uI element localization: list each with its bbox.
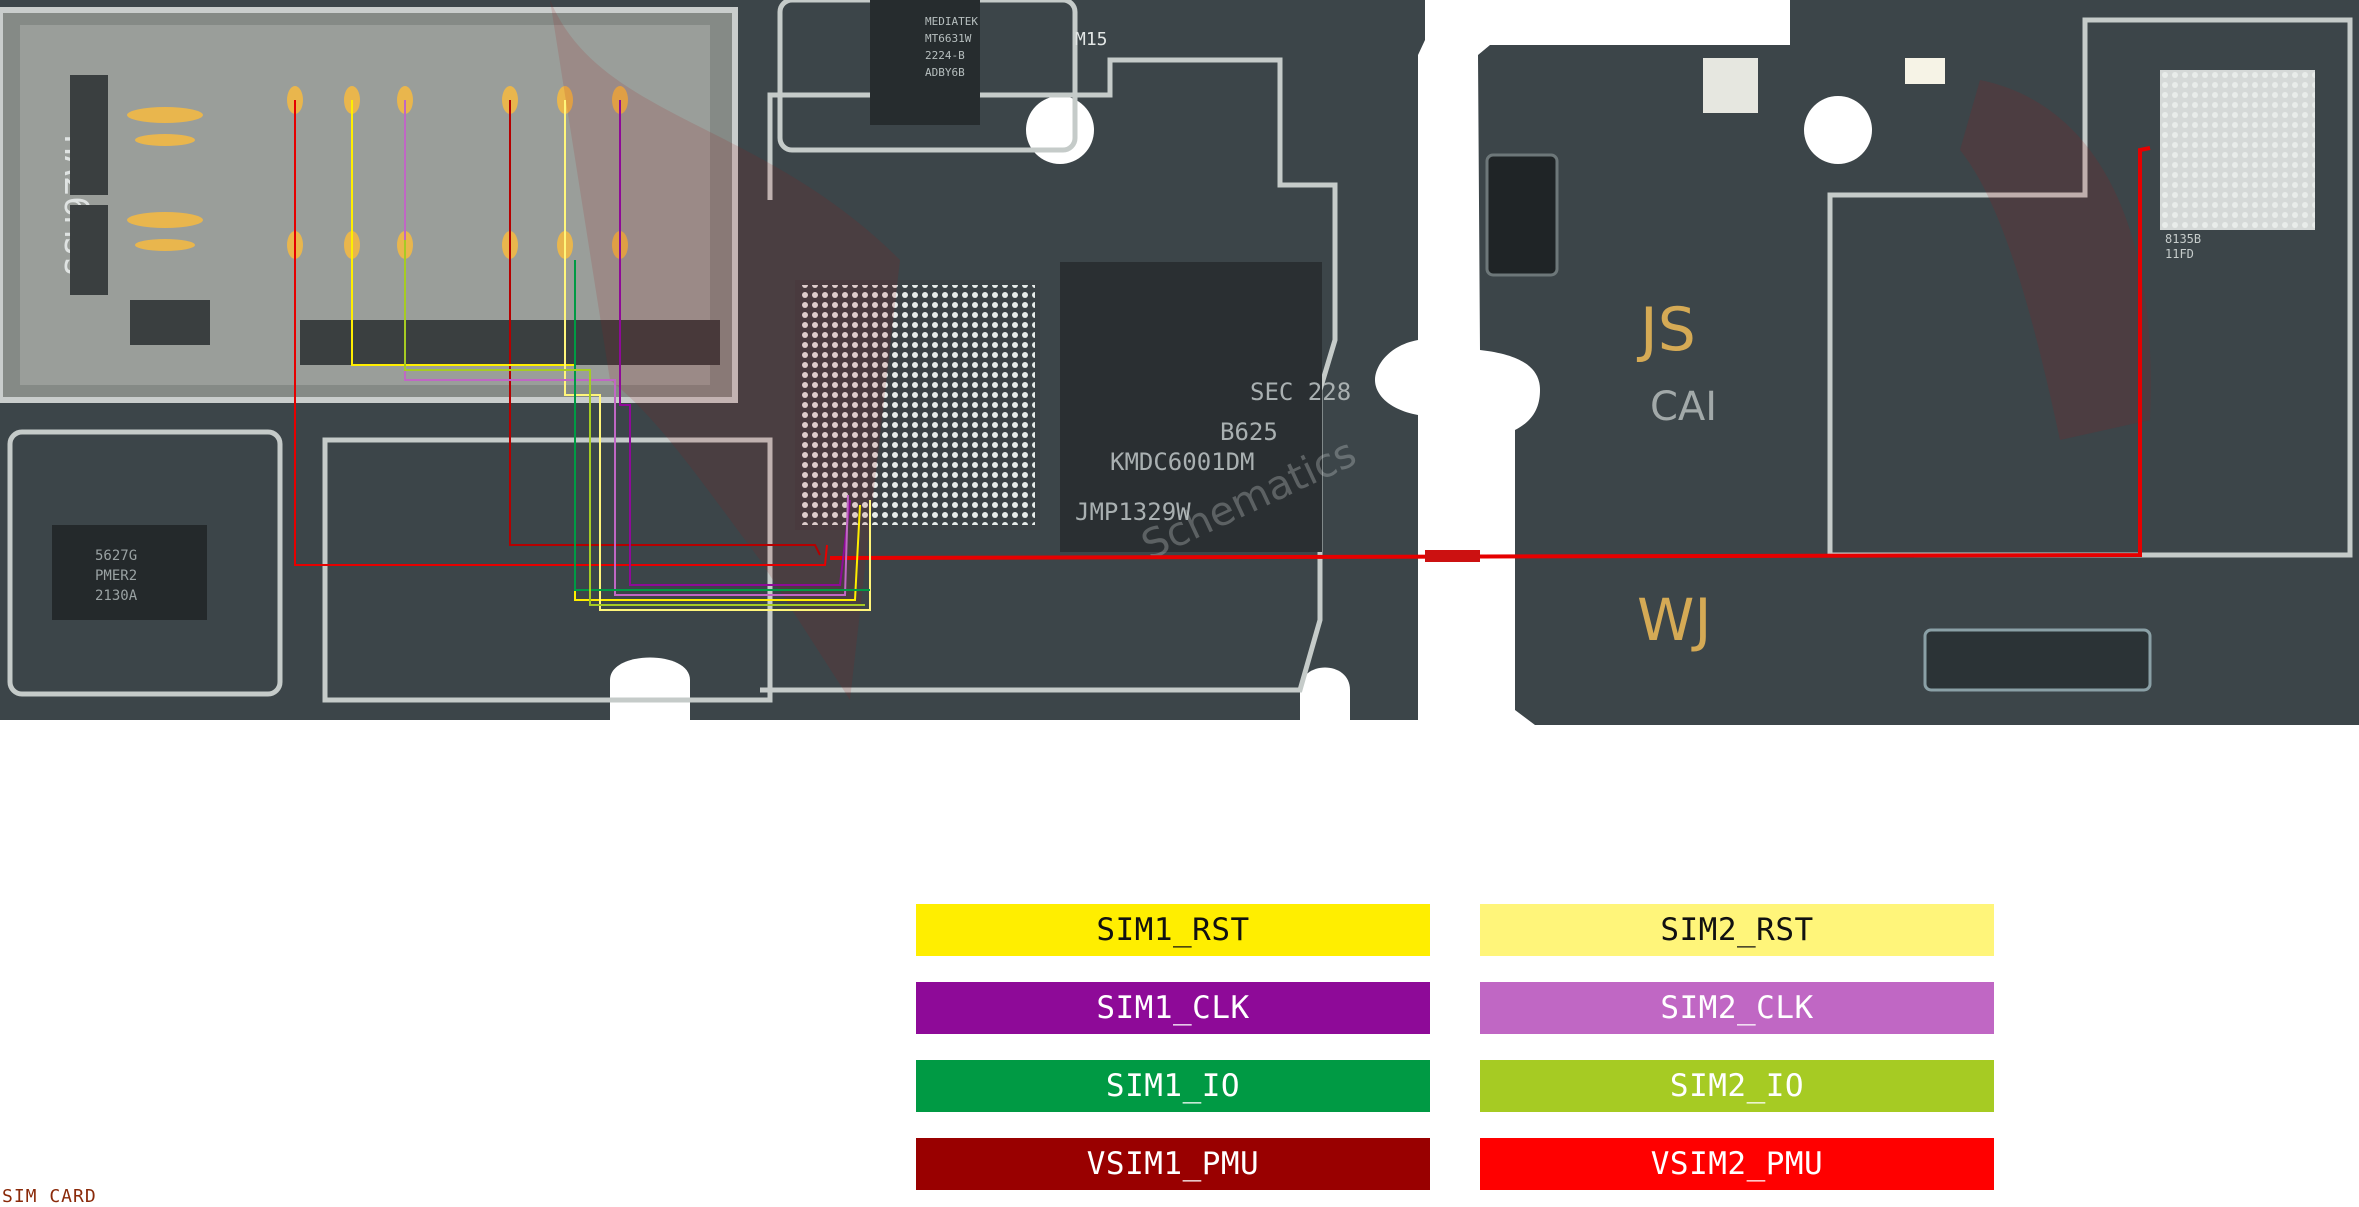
legend-label: SIM1_IO xyxy=(1105,1068,1241,1104)
legend-vsim1-pmu: VSIM1_PMU xyxy=(916,1138,1430,1190)
legend-label: SIM1_RST xyxy=(1096,912,1250,948)
pmic-chip xyxy=(52,525,207,620)
svg-text:2130A: 2130A xyxy=(95,588,138,604)
svg-text:JS: JS xyxy=(1636,295,1696,365)
svg-text:B625: B625 xyxy=(1220,418,1278,446)
legend-vsim2-pmu: VSIM2_PMU xyxy=(1480,1138,1994,1190)
svg-text:ADBY6B: ADBY6B xyxy=(925,66,965,79)
svg-text:KMDC6001DM: KMDC6001DM xyxy=(1110,448,1255,476)
legend-sim2-io: SIM2_IO xyxy=(1480,1060,1994,1112)
svg-text:MT6631W: MT6631W xyxy=(925,32,972,45)
legend-sim2-clk: SIM2_CLK xyxy=(1480,982,1994,1034)
svg-text:WJ: WJ xyxy=(1637,586,1711,654)
svg-text:5627G: 5627G xyxy=(95,548,137,564)
legend-label: SIM2_RST xyxy=(1660,912,1814,948)
svg-text:JMP1329W: JMP1329W xyxy=(1075,498,1191,526)
svg-text:CAI: CAI xyxy=(1650,384,1717,430)
legend-label: SIM1_CLK xyxy=(1096,990,1250,1026)
legend-sim1-rst: SIM1_RST xyxy=(916,904,1430,956)
svg-text:2224-B: 2224-B xyxy=(925,49,965,62)
memory-chip xyxy=(1060,262,1322,552)
svg-text:SEC 228: SEC 228 xyxy=(1250,378,1351,406)
legend-label: VSIM1_PMU xyxy=(1086,1146,1260,1182)
svg-text:MEDIATEK: MEDIATEK xyxy=(925,15,978,28)
legend-label: SIM2_CLK xyxy=(1660,990,1814,1026)
mediatek-chip xyxy=(870,0,980,125)
svg-text:11FD: 11FD xyxy=(2165,247,2194,261)
pcb-board-image: HA26MJJ 5627G PMER2 2130A MEDIATEK MT663… xyxy=(0,0,2359,725)
legend-label: SIM2_IO xyxy=(1669,1068,1805,1104)
svg-text:8135B: 8135B xyxy=(2165,232,2201,246)
legend-label: VSIM2_PMU xyxy=(1650,1146,1824,1182)
legend-sim2-rst: SIM2_RST xyxy=(1480,904,1994,956)
legend-sim1-clk: SIM1_CLK xyxy=(916,982,1430,1034)
footer-title: SIM CARD xyxy=(2,1186,97,1207)
legend-sim1-io: SIM1_IO xyxy=(916,1060,1430,1112)
svg-text:M15: M15 xyxy=(1075,29,1108,50)
svg-text:PMER2: PMER2 xyxy=(95,568,137,584)
